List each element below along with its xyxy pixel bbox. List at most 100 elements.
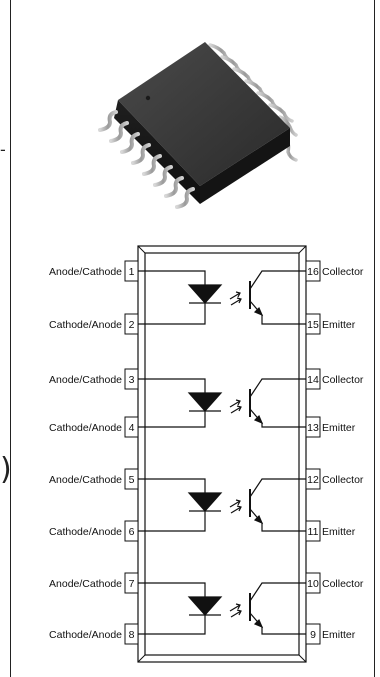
pin-label: Anode/Cathode [49,266,122,278]
collector-wire [249,582,306,602]
light-arrowhead [236,297,242,304]
pin-number: 7 [129,578,135,590]
cathode-wire [138,615,206,635]
pin-number: 10 [307,578,319,590]
pin-number: 4 [129,422,135,434]
channel-4 [138,582,306,635]
light-arrowhead [235,399,241,406]
led-diode [187,492,223,512]
light-arrow [230,506,242,514]
package-outline-outer [137,245,307,663]
pin-label: Collector [322,266,364,278]
pin-number: 3 [129,374,135,386]
left-pin-3: 3 Anode/Cathode [49,368,139,390]
pin-number: 9 [310,629,316,641]
outline-corner-tl [137,245,146,254]
pin-label: Cathode/Anode [49,422,122,434]
pin-label: Anode/Cathode [49,578,122,590]
cathode-wire [138,511,206,532]
chip-top-face [118,42,290,186]
pin-number: 16 [307,266,319,278]
pin-number: 14 [307,374,319,386]
emitter-arrow [253,306,264,317]
left-pin-1: 1 Anode/Cathode [49,260,139,282]
pin-number: 15 [307,319,319,331]
light-arrow [230,406,242,414]
emitter-wire [249,300,306,325]
pin-label: Collector [322,578,364,590]
left-pin-7: 7 Anode/Cathode [49,572,139,594]
anode-wire [138,478,206,493]
left-pin-6: 6 Cathode/Anode [49,520,139,542]
pin-label: Emitter [322,319,356,331]
pin-number: 2 [129,319,135,331]
outline-corner-tr [298,245,307,254]
chip-pin1-dot [145,95,151,101]
collector-wire [249,478,306,498]
pin-label: Collector [322,374,364,386]
led-diode [187,596,223,616]
package-outline-inner [144,252,300,656]
emitter-arrow [253,618,264,629]
light-arrowhead [235,603,241,610]
pin-label: Emitter [322,526,356,538]
light-arrow [229,604,241,612]
edge-paren-mark: ) [0,452,12,487]
chip-front-pins [98,110,195,209]
light-arrowhead [235,499,241,506]
pin-label: Anode/Cathode [49,374,122,386]
pin-label: Anode/Cathode [49,474,122,486]
emitter-wire [249,612,306,635]
pin-label: Emitter [322,422,356,434]
outline-corner-bl [137,654,146,663]
light-arrow [230,298,242,306]
left-pin-2: 2 Cathode/Anode [49,313,139,335]
left-pin-5: 5 Anode/Cathode [49,468,139,490]
channel-1 [138,270,306,325]
light-arrowhead [235,291,241,298]
light-arrowhead [236,505,242,512]
pin-number: 5 [129,474,135,486]
chip-package-image [98,42,298,209]
led-diode [187,284,223,304]
pin-number: 12 [307,474,319,486]
light-arrow [229,400,241,408]
led-diode [187,392,223,412]
outline-corner-br [298,654,307,663]
light-arrow [229,292,241,300]
collector-wire [249,378,306,398]
pin-label: Cathode/Anode [49,526,122,538]
left-pin-4: 4 Cathode/Anode [49,416,139,438]
frame-right-border [374,0,375,677]
pin-number: 11 [308,526,319,538]
pin-label: Collector [322,474,364,486]
frame-left-border [10,0,11,677]
edge-dash-mark: - [0,140,6,159]
emitter-arrow [253,514,264,525]
light-arrowhead [236,609,242,616]
light-arrow [229,500,241,508]
collector-wire [249,270,306,290]
pin-number: 13 [307,422,319,434]
pinout-schematic: 1Anode/Cathode2Cathode/Anode3Anode/Catho… [49,245,364,663]
emitter-wire [249,508,306,532]
light-arrowhead [236,405,242,412]
pin-number: 6 [129,526,135,538]
cathode-wire [138,303,206,325]
pin-number: 1 [129,266,135,278]
anode-wire [138,270,206,285]
cathode-wire [138,411,206,428]
pin-label: Cathode/Anode [49,319,122,331]
channel-2 [138,378,306,428]
pin-label: Cathode/Anode [49,629,122,641]
chip-side-face [200,128,290,204]
